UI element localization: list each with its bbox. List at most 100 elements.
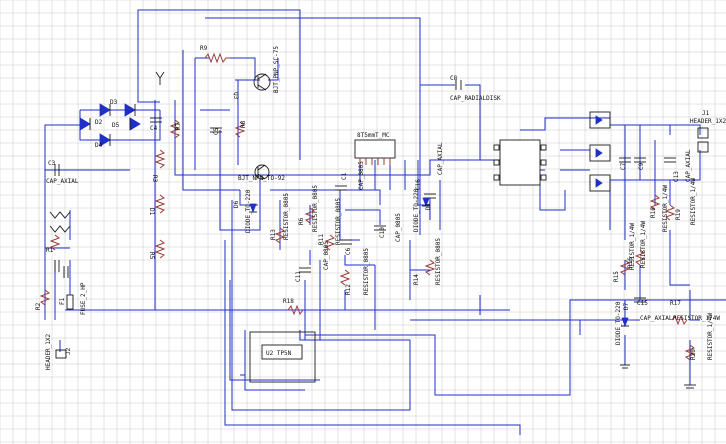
diode-d4[interactable] <box>99 133 111 147</box>
label-r6: R6 <box>298 217 305 225</box>
resistor-r9[interactable] <box>204 52 230 64</box>
label-r20-type: RESISTOR_1/4W <box>707 313 714 360</box>
capacitor-c13[interactable] <box>664 157 676 163</box>
label-c8: C8 <box>450 75 458 82</box>
label-q3-type: BJT_PNP_SC-75 <box>273 46 280 93</box>
label-r8: R8 <box>240 120 247 128</box>
label-q4-type: BJT_NPN_TO-92 <box>238 175 285 182</box>
resistor-r10[interactable] <box>649 194 661 211</box>
label-c3: C3 <box>48 160 56 167</box>
diode-d7[interactable] <box>621 317 629 328</box>
capacitor-c4[interactable] <box>150 117 162 123</box>
transistor-q3[interactable] <box>253 73 271 91</box>
resistor-r15[interactable] <box>619 259 631 276</box>
header-j2[interactable] <box>55 349 67 359</box>
label-c5: C5 <box>213 127 220 135</box>
resistor-r20[interactable] <box>684 344 696 361</box>
label-r12-type: RESISTOR_0805 <box>363 248 370 295</box>
capacitor-c10[interactable] <box>374 225 386 231</box>
label-d1-type: DIODE_TO-220 <box>413 188 420 232</box>
label-r9: R9 <box>200 45 208 52</box>
label-c1: C1 <box>341 172 348 180</box>
resistor-r5[interactable] <box>154 239 166 259</box>
capacitor-c3[interactable] <box>54 164 60 176</box>
label-r7: R7 <box>175 122 182 130</box>
label-c4: C4 <box>150 125 158 132</box>
label-r19: R19 <box>675 209 682 220</box>
resistor-r8[interactable] <box>234 121 246 138</box>
resistor-r11[interactable] <box>324 234 336 251</box>
label-r17: R17 <box>670 300 681 307</box>
label-d3: D3 <box>110 99 118 106</box>
transistor-q4[interactable] <box>254 164 270 180</box>
resistor-r17[interactable] <box>671 314 688 326</box>
resistor-r18[interactable] <box>287 304 304 316</box>
resistor-r3[interactable] <box>154 149 166 169</box>
label-r10: R10 <box>650 207 657 218</box>
capacitor-c16[interactable] <box>424 193 436 199</box>
capacitor-c1[interactable] <box>335 185 347 191</box>
resistor-r13[interactable] <box>274 227 286 244</box>
capacitor-c15[interactable] <box>634 297 646 303</box>
label-u-small: 8T5mmT_MC <box>357 132 390 139</box>
fuse-f1[interactable] <box>66 294 74 310</box>
capacitor-c2[interactable] <box>63 266 69 278</box>
transformer-block[interactable] <box>354 139 396 165</box>
label-j1: J1 <box>702 110 710 117</box>
label-c6: C6 <box>345 247 352 255</box>
regulator-u2[interactable] <box>249 331 316 383</box>
diode-d6[interactable] <box>249 203 257 214</box>
label-r6-type: RESISTOR_0805 <box>312 185 319 232</box>
capacitor-c12[interactable] <box>54 260 60 272</box>
resistor-r4[interactable] <box>154 194 166 214</box>
capacitor-c7[interactable] <box>619 157 631 163</box>
wires <box>44 9 726 435</box>
label-d6: D6 <box>233 200 240 208</box>
label-r16-type: RESISTOR_1/4W <box>640 221 647 268</box>
label-c16-type: CAP_AXIAL <box>437 142 444 175</box>
capacitor-c6[interactable] <box>340 239 352 245</box>
label-r14: R14 <box>413 274 420 285</box>
ground-symbols <box>155 71 696 389</box>
resistor-r6[interactable] <box>304 207 316 224</box>
resistor-r19[interactable] <box>664 204 676 221</box>
label-d1: D1 <box>425 202 432 210</box>
label-q3: Q3 <box>232 92 239 100</box>
capacitor-c11[interactable] <box>299 267 311 273</box>
label-j2-type: HEADER_1X2 <box>45 333 52 370</box>
diode-d1-bridge[interactable] <box>124 103 136 117</box>
header-j1[interactable] <box>697 127 709 153</box>
label-r20: R20 <box>690 349 697 360</box>
capacitor-c9[interactable] <box>634 157 646 163</box>
capacitor-c5[interactable] <box>210 127 222 133</box>
label-u2: U2 TP5N <box>266 350 292 357</box>
label-d1-bridge: D1 <box>148 208 155 216</box>
label-d6-type: DIODE_TO-220 <box>245 189 252 233</box>
label-d5: D5 <box>112 122 120 129</box>
label-c16: C16 <box>415 179 422 190</box>
diode-d2[interactable] <box>79 117 91 131</box>
resistor-r16[interactable] <box>634 249 646 266</box>
diode-d1[interactable] <box>422 197 430 208</box>
capacitor-c8[interactable] <box>455 80 462 90</box>
diode-d3[interactable] <box>99 103 111 117</box>
resistor-r12[interactable] <box>339 269 351 286</box>
capacitors <box>54 80 676 303</box>
inductor-l1[interactable] <box>49 211 71 233</box>
label-c13-type: CAP_AXIAL <box>685 149 692 182</box>
resistor-r14[interactable] <box>424 259 436 276</box>
label-r18: R18 <box>283 298 294 305</box>
diode-d5[interactable] <box>129 117 141 131</box>
resistor-r1[interactable] <box>49 234 61 251</box>
label-r3: R3 <box>151 175 158 183</box>
resistor-r7[interactable] <box>169 119 181 139</box>
label-d2: D2 <box>95 119 103 126</box>
ic-u1[interactable] <box>493 139 547 186</box>
label-j1-type: HEADER_1X2 <box>690 118 726 125</box>
optocoupler-block[interactable] <box>589 111 611 192</box>
label-c10: C10 <box>379 227 386 238</box>
resistor-r2[interactable] <box>39 289 51 306</box>
label-c8-type: CAP_RADIALDISK <box>450 95 501 102</box>
label-r14-type: RESISTOR_0805 <box>435 238 442 285</box>
